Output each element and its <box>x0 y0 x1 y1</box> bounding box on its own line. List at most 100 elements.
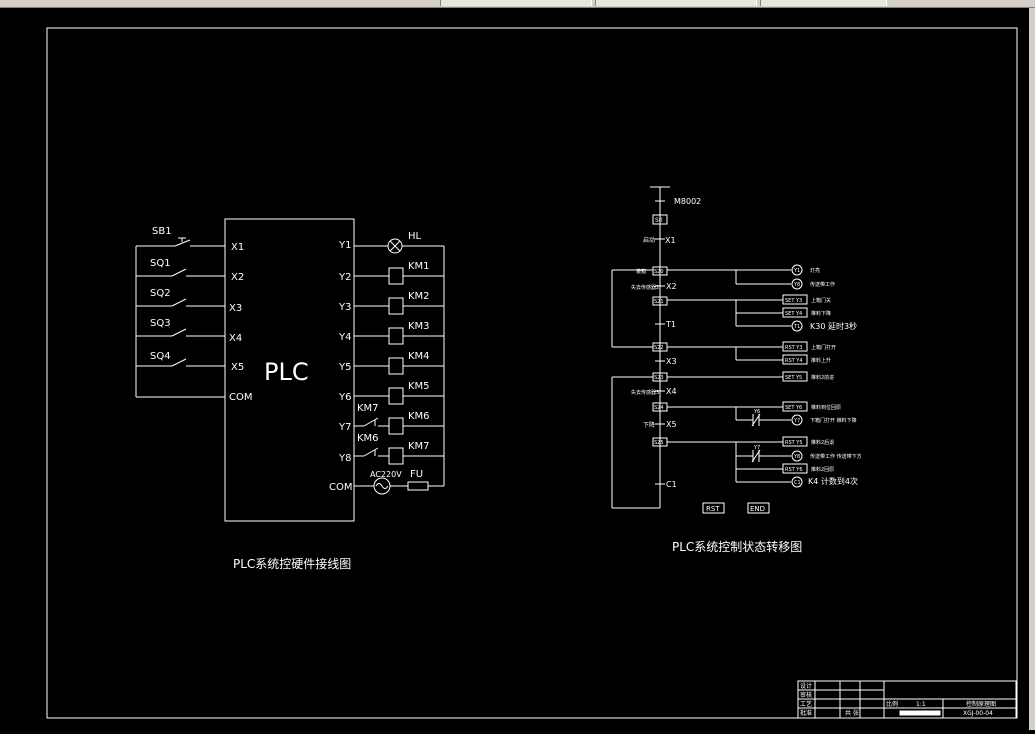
label-sq4: SQ4 <box>150 351 171 362</box>
state-transition-diagram <box>611 186 808 514</box>
label-ac220v: AC220V <box>370 470 402 479</box>
terminal-y3: Y3 <box>338 302 351 313</box>
contact-y6: Y6 <box>753 409 760 415</box>
layout-tab-1[interactable] <box>440 0 592 6</box>
label-km2: KM2 <box>408 291 430 302</box>
plc-wiring-diagram <box>135 218 445 522</box>
action-box-4: T1 <box>793 324 800 330</box>
label-km7: KM7 <box>408 441 430 452</box>
action-box-1: Y8 <box>793 282 800 288</box>
label-x5-note: 下降 <box>643 421 655 429</box>
action-box-0: Y1 <box>793 268 800 274</box>
terminal-y2: Y2 <box>338 272 351 283</box>
action-text-9: 下箱门打开 推料下降 <box>810 417 857 424</box>
step-s0 <box>652 214 668 225</box>
drawing-canvas[interactable]: SB1 SQ1 SQ2 SQ3 SQ4 X1 X2 X3 X4 X5 COM Y… <box>0 8 1035 730</box>
step-note-0: 装箱 <box>636 268 646 275</box>
label-x5: X5 <box>666 420 677 429</box>
label-t1: T1 <box>665 320 676 329</box>
action-text-7: 推料2前进 <box>811 374 834 381</box>
label-hl: HL <box>408 231 422 242</box>
label-sq3: SQ3 <box>150 318 171 329</box>
terminal-y7: Y7 <box>338 422 351 433</box>
tb-row-2: 工艺 <box>800 700 812 708</box>
label-c1: C1 <box>666 480 677 489</box>
layout-tab-3[interactable] <box>760 0 887 6</box>
terminal-x4: X4 <box>229 333 242 344</box>
title-block <box>797 680 1017 719</box>
fuse-symbol <box>407 481 429 491</box>
step-note-2: 失去传感器3 <box>631 389 659 396</box>
toolbar-strip <box>0 0 1035 8</box>
terminal-x1: X1 <box>231 242 244 253</box>
label-sq1: SQ1 <box>150 258 171 269</box>
label-rst: RST <box>706 505 720 513</box>
action-text-13: K4 计数到4次 <box>808 476 858 486</box>
label-x4: X4 <box>666 387 677 396</box>
action-text-0: 灯亮 <box>810 267 820 274</box>
action-box-3: SET Y4 <box>785 311 802 317</box>
terminal-com-out: COM <box>329 482 352 493</box>
label-s21: S21 <box>654 299 664 305</box>
plc-label: PLC <box>264 358 309 386</box>
action-text-2: 上箱门关 <box>811 297 831 304</box>
terminal-x2: X2 <box>231 272 244 283</box>
action-box-12: RST Y6 <box>785 467 803 473</box>
action-box-13: C1 <box>794 480 801 486</box>
left-caption: PLC系统控硬件接线图 <box>233 556 351 571</box>
plc-wiring-labels: SB1 SQ1 SQ2 SQ3 SQ4 X1 X2 X3 X4 X5 COM Y… <box>150 226 430 571</box>
contact-y7: Y7 <box>753 445 760 451</box>
action-box-2: SET Y3 <box>785 298 802 304</box>
label-interlock-km6: KM6 <box>357 433 379 444</box>
label-s22: S22 <box>654 345 664 351</box>
vertical-scrollbar[interactable] <box>1029 8 1035 730</box>
label-s0: S0 <box>655 217 663 224</box>
label-x1-note: 启动 <box>643 236 655 244</box>
plc-block <box>224 218 355 522</box>
label-x2: X2 <box>666 282 677 291</box>
action-box-8: SET Y6 <box>785 405 802 411</box>
label-x1: X1 <box>665 236 676 245</box>
action-box-6: RST Y4 <box>785 358 803 364</box>
action-box-11: Y8 <box>793 454 800 460</box>
label-km1: KM1 <box>408 261 430 272</box>
layout-tab-2[interactable] <box>595 0 757 6</box>
drawing-sheet: SB1 SQ1 SQ2 SQ3 SQ4 X1 X2 X3 X4 X5 COM Y… <box>46 27 1018 719</box>
end-block <box>747 502 770 514</box>
rst-block <box>702 502 725 514</box>
right-caption: PLC系统控制状态转移图 <box>672 539 802 554</box>
action-text-1: 传送带工作 <box>810 281 835 288</box>
tb-drawing-no: XGJ-00-04 <box>963 710 993 717</box>
action-text-4: K30 延时3秒 <box>810 321 857 331</box>
action-text-6: 推料上升 <box>811 357 831 364</box>
tb-scale-label: 比例 <box>886 700 898 708</box>
label-s20: S20 <box>654 269 664 275</box>
terminal-x3: X3 <box>229 303 242 314</box>
terminal-y8: Y8 <box>338 453 351 464</box>
terminal-com-in: COM <box>229 392 252 403</box>
terminal-y4: Y4 <box>338 332 351 343</box>
action-text-5: 上箱门打开 <box>811 344 836 351</box>
terminal-y6: Y6 <box>338 392 351 403</box>
label-km4: KM4 <box>408 351 430 362</box>
label-km3: KM3 <box>408 321 430 332</box>
tb-drawing-name: 控制原理图 <box>966 700 996 708</box>
step-note-1: 失去传感器2 <box>631 284 659 291</box>
output-coils <box>354 267 444 465</box>
tb-row-0: 设计 <box>800 682 812 690</box>
label-km6: KM6 <box>408 411 430 422</box>
action-text-12: 推料2回原 <box>811 466 834 473</box>
tb-row-1: 审核 <box>800 691 812 699</box>
action-box-10: RST Y5 <box>785 440 803 446</box>
label-end: END <box>750 505 765 513</box>
terminal-y1: Y1 <box>338 240 351 251</box>
label-sb1: SB1 <box>152 226 172 237</box>
action-box-9: Y7 <box>793 418 800 424</box>
action-box-7: SET Y5 <box>785 375 802 381</box>
action-text-11: 传送带工作 传送带下方 <box>810 453 862 460</box>
label-fu: FU <box>410 469 423 480</box>
label-s23: S23 <box>654 375 664 381</box>
sheet-border <box>46 27 1018 719</box>
tb-scale: 1:1 <box>916 701 926 708</box>
tb-row-3: 批准 <box>800 709 812 717</box>
